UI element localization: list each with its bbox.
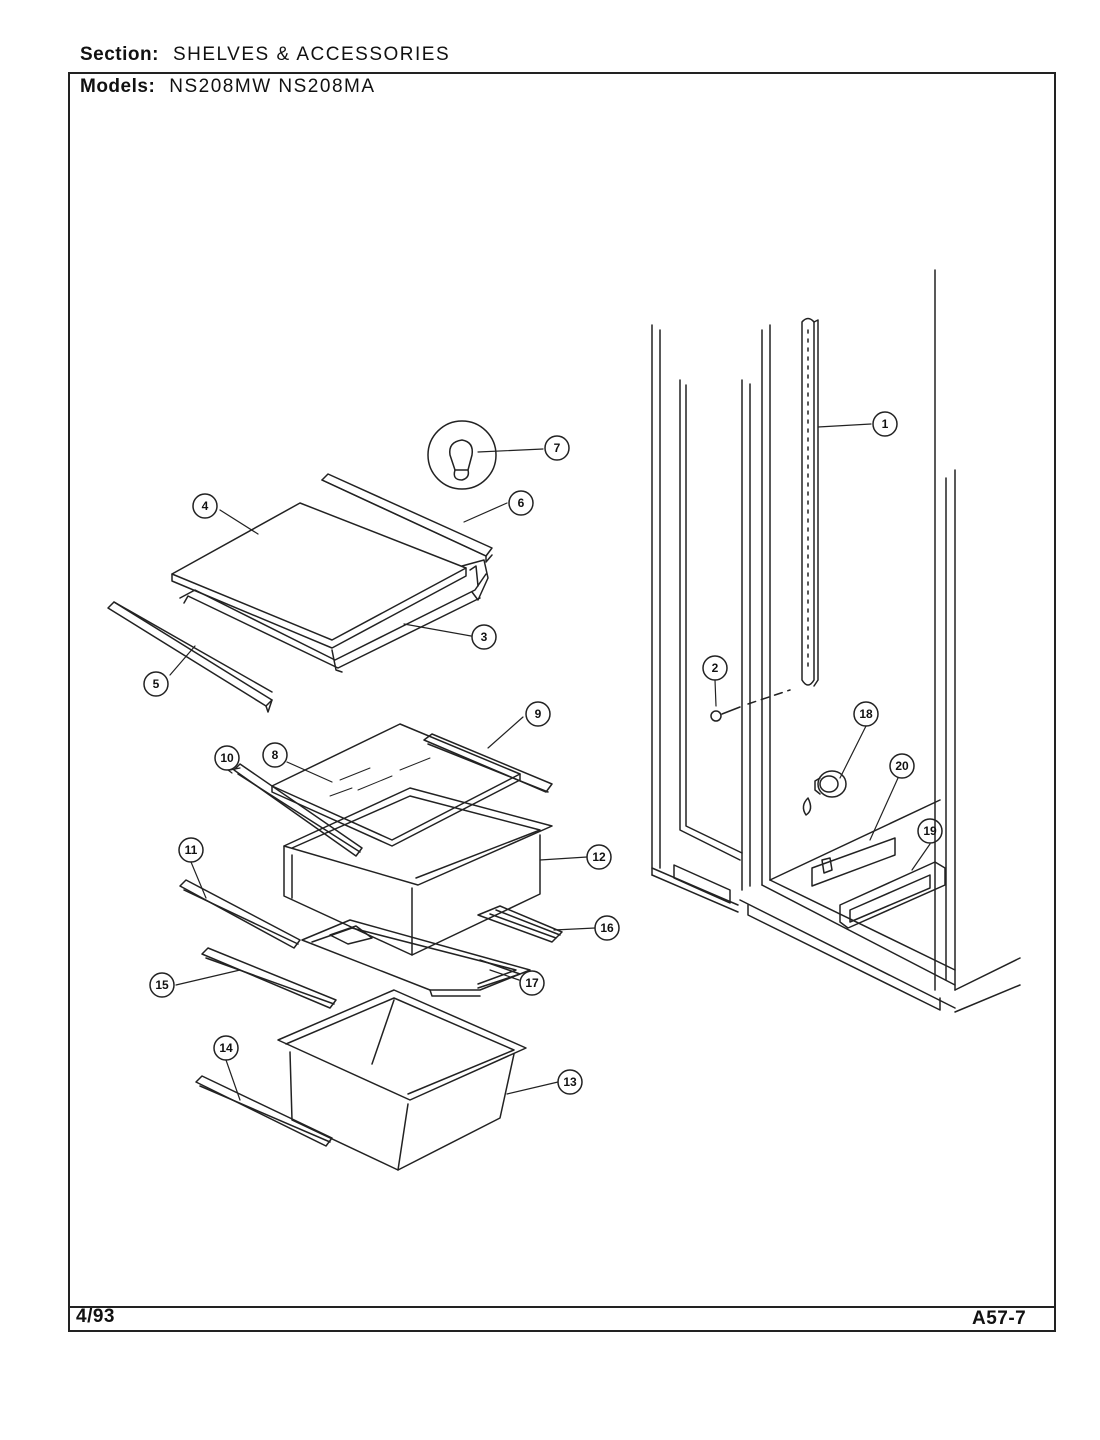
revision-date: 4/93 [76, 1306, 115, 1327]
models-label: Models: [80, 76, 156, 97]
shelf-ladder-rail [801, 317, 819, 687]
drawer-front-trim-upper-part [179, 879, 301, 949]
screw-part [710, 689, 791, 722]
svg-text:15: 15 [155, 978, 169, 992]
shelf-front-trim-part [107, 601, 273, 713]
callout-6: 6 [508, 490, 534, 516]
callout-19: 19 [917, 818, 943, 844]
clip-detail-part [427, 420, 497, 490]
shelf-frame-part [179, 559, 489, 673]
section-header: Section: SHELVES & ACCESSORIES [80, 44, 450, 66]
svg-text:7: 7 [554, 441, 561, 455]
shelf-rear-trim-part [321, 473, 493, 563]
svg-text:17: 17 [525, 976, 539, 990]
diagram-frame [68, 72, 1056, 1332]
leader-lines [169, 423, 931, 1101]
callout-8: 8 [262, 742, 288, 768]
svg-text:8: 8 [272, 748, 279, 762]
svg-text:4: 4 [202, 499, 209, 513]
callout-10: 10 [214, 745, 240, 771]
svg-text:3: 3 [481, 630, 488, 644]
svg-text:18: 18 [859, 707, 873, 721]
callout-12: 12 [586, 844, 612, 870]
drawer-front-trim-lower-part [201, 947, 337, 1009]
crisper-drawer-lower-part [277, 989, 527, 1171]
section-value: SHELVES & ACCESSORIES [172, 44, 451, 65]
callout-1: 1 [872, 411, 898, 437]
crisper-tray-part [301, 919, 531, 997]
cover-front-trim-part [233, 763, 363, 857]
svg-text:9: 9 [535, 707, 542, 721]
crisper-drawer-upper-part [283, 787, 553, 956]
section-label: Section: [80, 44, 159, 65]
callout-20: 20 [889, 753, 915, 779]
control-knob-part [802, 770, 847, 816]
callout-4: 4 [192, 493, 218, 519]
callout-7: 7 [544, 435, 570, 461]
callout-13: 13 [557, 1069, 583, 1095]
callout-11: 11 [178, 837, 204, 863]
callout-2: 2 [702, 655, 728, 681]
svg-text:14: 14 [219, 1041, 233, 1055]
callout-16: 16 [594, 915, 620, 941]
drawer-slide-rail-part [477, 905, 563, 943]
svg-text:16: 16 [600, 921, 614, 935]
svg-text:5: 5 [153, 677, 160, 691]
footer-divider [68, 1306, 1056, 1308]
crisper-glass-cover-part [271, 723, 521, 847]
svg-text:10: 10 [220, 751, 234, 765]
glass-shelf-part [171, 502, 467, 649]
callout-17: 17 [519, 970, 545, 996]
callout-5: 5 [143, 671, 169, 697]
svg-text:19: 19 [923, 824, 937, 838]
drawer-bottom-trim-part [195, 1075, 333, 1147]
models-header: Models: NS208MW NS208MA [80, 76, 376, 98]
svg-text:12: 12 [592, 850, 606, 864]
callout-9: 9 [525, 701, 551, 727]
svg-text:13: 13 [563, 1075, 577, 1089]
svg-text:2: 2 [712, 661, 719, 675]
callout-18: 18 [853, 701, 879, 727]
models-value: NS208MW NS208MA [169, 76, 376, 97]
callout-3: 3 [471, 624, 497, 650]
crisper-slide-right-part [839, 861, 946, 929]
svg-text:11: 11 [185, 843, 198, 857]
cabinet-interior [651, 269, 1021, 1013]
svg-text:20: 20 [895, 759, 909, 773]
svg-text:1: 1 [882, 417, 889, 431]
svg-text:6: 6 [518, 496, 525, 510]
callout-14: 14 [213, 1035, 239, 1061]
callout-15: 15 [149, 972, 175, 998]
crisper-slide-part [811, 837, 896, 887]
page-code: A57-7 [972, 1308, 1027, 1329]
